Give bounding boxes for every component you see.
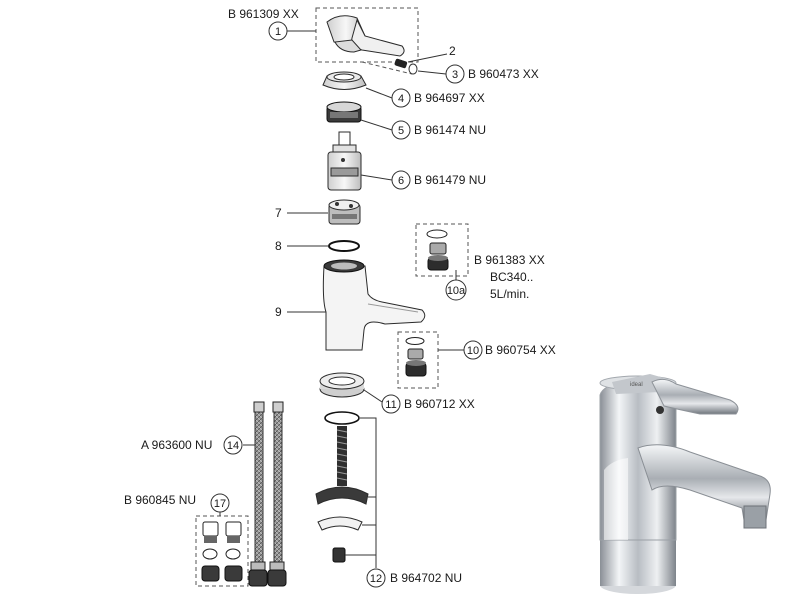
callout-number-10: 10	[467, 345, 479, 357]
callout-circle-14	[223, 435, 243, 455]
part-spec-10a-line2: BC340..	[490, 270, 533, 284]
part-code-11: B 960712 XX	[404, 397, 475, 411]
locking-nut-part	[326, 101, 362, 123]
callout-number-11: 11	[385, 399, 396, 411]
handle-lever-part	[315, 7, 419, 63]
cartridge-base-part	[328, 199, 361, 225]
part-code-10: B 960754 XX	[485, 343, 556, 357]
callout-circle-11	[381, 394, 401, 414]
callout-number-10a: 10a	[447, 285, 466, 297]
part-code-17: B 960845 NU	[124, 493, 196, 507]
part-code-10a: B 961383 XX	[474, 253, 545, 267]
base-plate-part	[319, 372, 365, 398]
callout-circle-10a	[445, 279, 467, 301]
cartridge-part	[327, 131, 362, 191]
part-number-8: 8	[275, 239, 282, 253]
callout-number-5: 5	[398, 125, 404, 137]
callout-number-6: 6	[398, 175, 404, 187]
flexible-hoses-part	[248, 401, 287, 587]
dome-cover-part	[322, 71, 367, 90]
connector-set-part	[195, 515, 249, 587]
part-code-6: B 961479 NU	[414, 173, 486, 187]
part-code-3: B 960473 XX	[468, 67, 539, 81]
callout-circle-6	[391, 170, 411, 190]
part-code-5: B 961474 NU	[414, 123, 486, 137]
faucet-body-part	[322, 259, 426, 351]
part-number-9: 9	[275, 305, 282, 319]
chrome-basin-mixer-photo: ideal	[599, 374, 771, 594]
part-code-4: B 964697 XX	[414, 91, 485, 105]
callout-circle-17	[210, 493, 230, 513]
cap-screw-part	[408, 63, 418, 75]
callout-number-12: 12	[370, 573, 382, 585]
callout-circle-1	[268, 21, 288, 41]
svg-text:ideal: ideal	[630, 382, 643, 388]
callout-number-3: 3	[452, 69, 458, 81]
part-code-1: B 961309 XX	[228, 7, 299, 21]
part-code-12: B 964702 NU	[390, 571, 462, 585]
callout-number-1: 1	[275, 26, 281, 38]
grub-screw-part	[394, 58, 408, 69]
o-ring-part	[328, 240, 360, 252]
fixing-set-part	[315, 411, 369, 563]
callout-circle-10	[463, 340, 483, 360]
callout-number-4: 4	[398, 93, 404, 105]
part-spec-10a-line3: 5L/min.	[490, 287, 529, 301]
part-number-7: 7	[275, 206, 282, 220]
callout-circle-5	[391, 120, 411, 140]
callout-number-14: 14	[227, 440, 239, 452]
callout-circle-3	[445, 64, 465, 84]
callout-circle-4	[391, 88, 411, 108]
part-number-2: 2	[449, 44, 456, 58]
aerator-set-10-part	[397, 331, 439, 389]
part-code-14: A 963600 NU	[141, 438, 212, 452]
aerator-set-10a-part	[415, 223, 469, 277]
callout-circle-12	[366, 568, 386, 588]
callout-number-17: 17	[214, 498, 226, 510]
